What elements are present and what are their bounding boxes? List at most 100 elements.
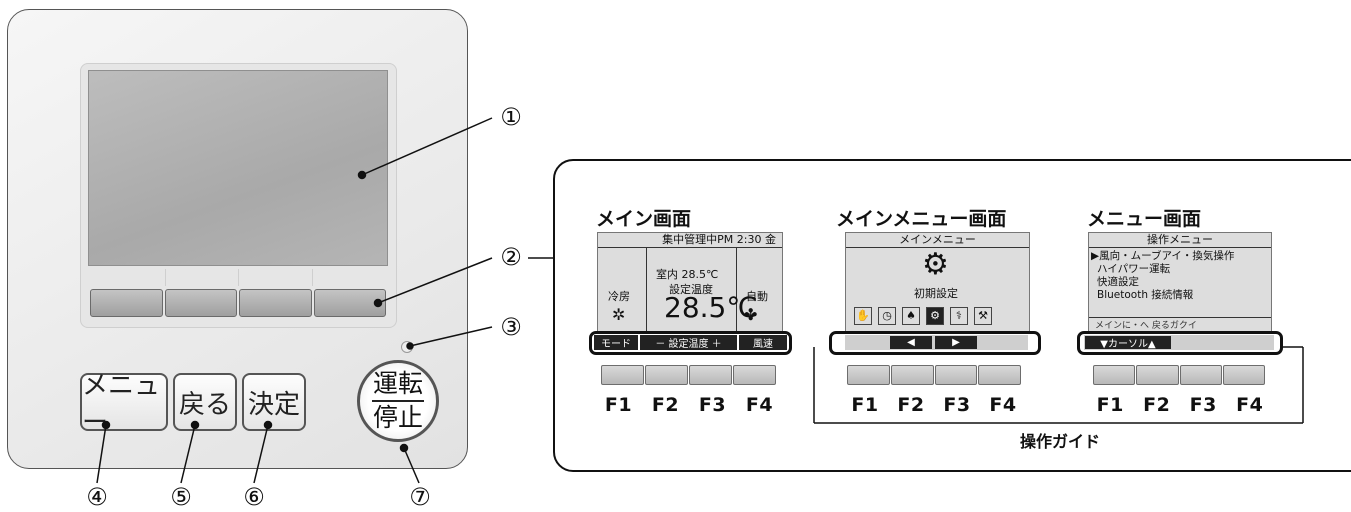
leader-dot-3 [406,342,414,350]
leader-line-2 [377,257,493,304]
callout-4: ④ [86,483,108,511]
menu-item-list: ▶風向・ムーブアイ・換気操作 ハイパワー運転 快適設定 Bluetooth 接続… [1091,250,1234,302]
main-menu-header: メインメニュー [846,233,1029,248]
cool-mode-icon: ✲ [612,305,626,324]
leader-line-5 [180,424,196,484]
fbar-cursor: ▼カーソル▲ [1085,336,1171,350]
small-key-f4[interactable] [733,365,776,385]
small-key-f3[interactable] [689,365,732,385]
menu-item[interactable]: 快適設定 [1097,276,1139,288]
menu-icon-row: ✋ ◷ ♠ ⚙ ⚕ ⚒ [854,307,992,325]
small-key-f1[interactable] [1093,365,1136,385]
small-key-f3[interactable] [934,365,978,385]
function-key-divider [165,269,166,286]
small-key-f1[interactable] [601,365,644,385]
set-temp-label: 設定温度 [669,283,713,296]
fbar-mode: モード [594,335,638,350]
menu-header: 操作メニュー [1089,233,1271,248]
callout-2: ② [500,243,522,271]
lcd-divider-right [736,247,737,331]
energy-icon: ♠ [902,307,920,325]
menu-keys [1093,365,1265,385]
small-key-f4[interactable] [978,365,1021,385]
leader-line-4 [96,424,107,484]
leader-dot-1 [357,170,367,180]
fkey-label-f2: F2 [897,394,925,416]
small-key-f3[interactable] [1179,365,1222,385]
function-key-divider [238,269,239,286]
display-screen [88,70,388,266]
main-screen-fbar: モード － 設定温度 ＋ 風速 [594,335,787,350]
menu-item[interactable]: Bluetooth 接続情報 [1097,289,1194,301]
fkey-label-f4: F4 [1236,394,1264,416]
settings-gear-icon: ⚙ [922,247,949,282]
operation-guide-label: 操作ガイド [1020,432,1101,451]
callout-1: ① [500,103,522,131]
fkey-label-f2: F2 [1143,394,1171,416]
menu-fkey-labels: F1 F2 F3 F4 [1087,394,1273,416]
leader-line-3 [409,326,493,347]
run-stop-button[interactable]: 運転 停止 [357,360,439,442]
service-icon: ⚒ [974,307,992,325]
run-label: 運転 [372,369,423,398]
small-key-f2[interactable] [890,365,934,385]
fkey-label-f3: F3 [1189,394,1217,416]
leader-line-6 [253,424,269,484]
main-screen-keys [601,365,776,385]
menu-lcd: 操作メニュー ▶風向・ムーブアイ・換気操作 ハイパワー運転 快適設定 Bluet… [1088,232,1272,332]
fkey-label-f1: F1 [604,394,633,416]
main-menu-guide-highlight [829,331,1041,355]
stop-label: 停止 [372,403,423,432]
leader-dot-2 [373,298,383,308]
leader-dot-5 [190,420,200,430]
selected-menu-label: 初期設定 [914,287,958,300]
small-key-f1[interactable] [847,365,890,385]
function-key-f1[interactable] [90,289,163,317]
small-key-f2[interactable] [1136,365,1179,385]
menu-item[interactable]: ▶風向・ムーブアイ・換気操作 [1091,250,1235,262]
clock-icon: ◷ [878,307,896,325]
callout-7: ⑦ [409,483,431,511]
run-stop-divider [372,400,424,402]
screen-examples-panel [553,159,1351,472]
leader-dot-6 [263,420,273,430]
main-menu-keys [847,365,1021,385]
fkey-label-f4: F4 [745,394,774,416]
main-screen-fkey-labels: F1 F2 F3 F4 [595,394,783,416]
callout-6: ⑥ [243,483,265,511]
small-key-f2[interactable] [645,365,688,385]
main-screen-lcd: 集中管理中PM 2:30 金 室内 28.5℃ 設定温度 28.5℃ 冷房 ✲ … [597,232,783,332]
maintenance-icon: ⚕ [950,307,968,325]
enter-button[interactable]: 決定 [242,373,306,431]
menu-return-hint: メインに・へ 戻るガクイ [1089,317,1271,331]
function-keys [90,289,386,317]
callout-3: ③ [500,313,522,341]
fkey-label-f3: F3 [698,394,727,416]
menu-screen-title: メニュー画面 [1087,208,1202,230]
small-key-f4[interactable] [1222,365,1265,385]
leader-dot-7 [399,443,409,453]
function-key-f3[interactable] [239,289,312,317]
menu-item[interactable]: ハイパワー運転 [1097,263,1171,275]
fkey-label-f3: F3 [943,394,971,416]
main-screen-header: 集中管理中PM 2:30 金 [598,233,782,248]
main-menu-screen-title: メインメニュー画面 [836,208,1007,230]
fbar-left-arrow: ◀ [890,336,932,349]
leader-line-7 [403,447,420,484]
fkey-label-f2: F2 [651,394,680,416]
fbar-fan-speed: 風速 [739,335,787,350]
back-button[interactable]: 戻る [173,373,237,431]
main-menu-fbar: ◀ ▶ [845,335,1028,350]
function-key-f2[interactable] [164,289,237,317]
main-screen-guide-highlight [589,331,792,355]
fkey-label-f1: F1 [851,394,879,416]
set-temp-value: 28.5℃ [664,291,758,324]
menu-guide-highlight [1077,331,1283,355]
fbar-right-arrow: ▶ [935,336,977,349]
lcd-divider-left [646,247,647,331]
leader-dot-4 [101,420,111,430]
function-key-divider [312,269,313,286]
leader-line-1 [361,117,493,176]
fan-icon: ✤ [744,305,758,324]
